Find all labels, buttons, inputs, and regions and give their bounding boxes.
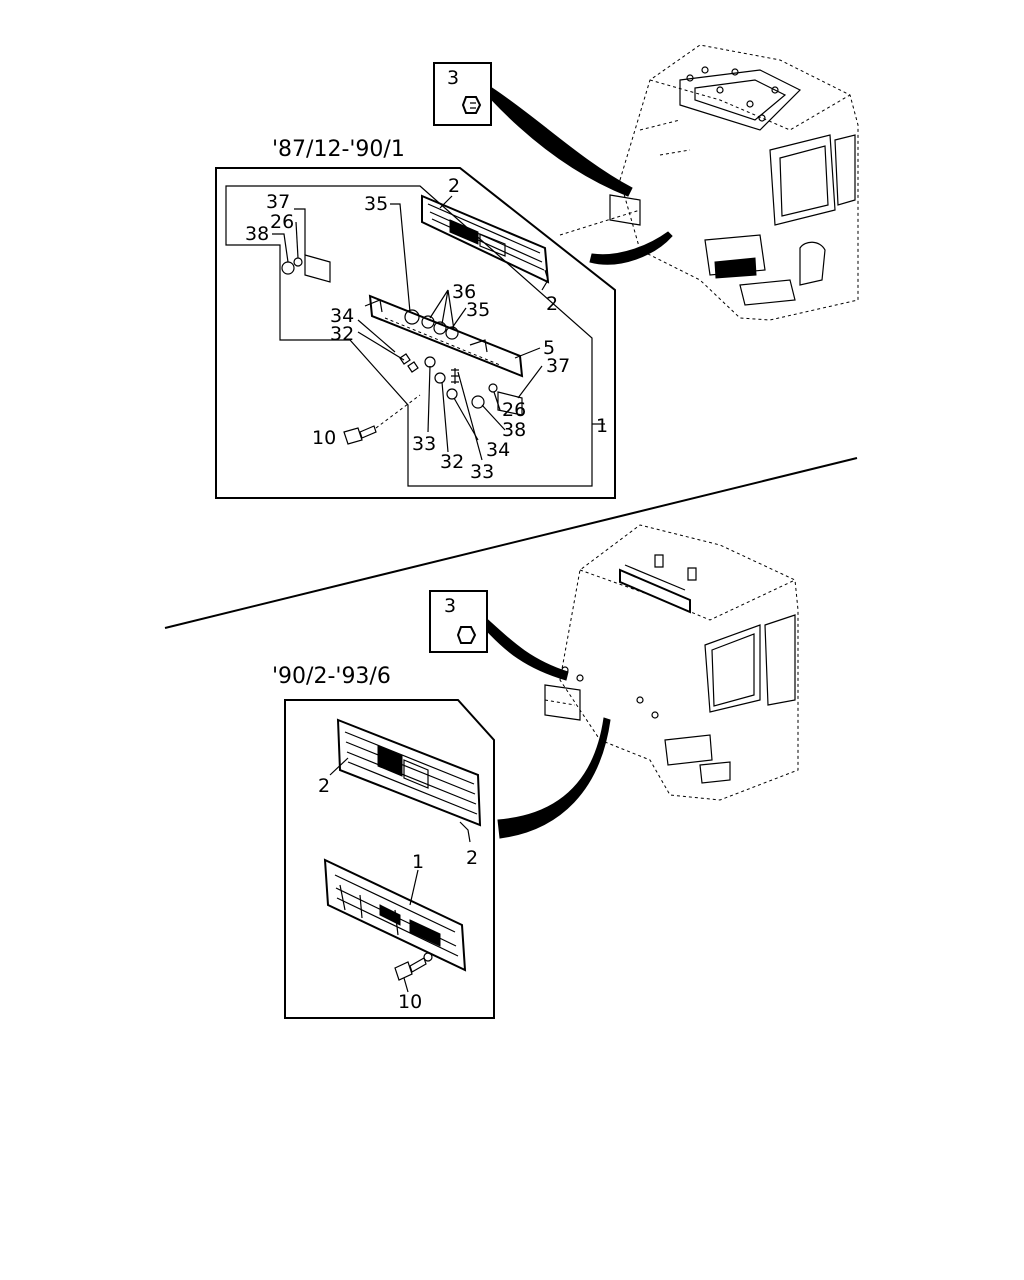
grille-bottom xyxy=(336,718,482,827)
truck-cab-bottom xyxy=(544,524,799,801)
callout-34-right: 34 xyxy=(486,439,510,461)
clip-parts xyxy=(399,353,459,400)
callout-34-left: 34 xyxy=(330,305,354,327)
callout-26-right: 26 xyxy=(502,399,526,421)
truck-cab-top xyxy=(559,44,859,321)
inset-label-3: 3 xyxy=(447,67,459,89)
grille-top xyxy=(421,194,550,284)
panel-bottom xyxy=(323,858,467,972)
callout-37-left: 37 xyxy=(266,191,290,213)
callout-26-left: 26 xyxy=(270,211,294,233)
pointer-arrow-grille-top xyxy=(589,231,673,265)
callout-32-left: 32 xyxy=(330,323,354,345)
top-inner-box xyxy=(225,185,593,487)
callout-33-left: 33 xyxy=(412,433,436,455)
pointer-arrow-grille-bottom xyxy=(497,717,611,839)
left-bracket-parts xyxy=(281,254,331,283)
screw-10-bottom xyxy=(394,952,433,981)
bottom-inset-box: 3 xyxy=(429,590,488,653)
inset-label-3-bottom: 3 xyxy=(444,595,456,617)
callout-2-right: 2 xyxy=(546,293,558,315)
bottom-frame xyxy=(284,699,495,1019)
callout-36: 36 xyxy=(452,281,476,303)
callout-38-right: 38 xyxy=(502,419,526,441)
callout-10-top: 10 xyxy=(312,427,336,449)
date-range-bottom: '90/2-'93/6 xyxy=(272,664,391,689)
top-section: 3 '87/1 xyxy=(215,44,859,499)
clip-part-icon-bottom xyxy=(456,626,477,644)
callout-5: 5 xyxy=(543,337,555,359)
callout-2-bottom-right: 2 xyxy=(466,847,478,869)
callout-2-bottom-left: 2 xyxy=(318,775,330,797)
callout-32-bottom: 32 xyxy=(440,451,464,473)
date-range-top: '87/12-'90/1 xyxy=(272,137,405,162)
panel-assembly-top xyxy=(364,294,524,378)
callout-38-left: 38 xyxy=(245,223,269,245)
top-inset-box: 3 xyxy=(433,62,492,126)
pointer-arrow-inset-bottom xyxy=(487,618,569,681)
leader-lines-top xyxy=(272,195,605,461)
callout-1-bottom: 1 xyxy=(412,851,424,873)
callout-2-top: 2 xyxy=(448,175,460,197)
callout-35-mid: 35 xyxy=(466,299,490,321)
callout-33-bottom: 33 xyxy=(470,461,494,483)
pointer-arrow-inset xyxy=(491,87,633,197)
callout-1-top: 1 xyxy=(596,415,608,437)
bottom-section: 3 '90/2-'93/6 xyxy=(272,524,799,1019)
clip-part-icon xyxy=(461,96,482,114)
callout-10-bottom: 10 xyxy=(398,991,422,1013)
section-divider xyxy=(164,457,858,629)
callout-35-top: 35 xyxy=(364,193,388,215)
top-frame xyxy=(215,167,616,499)
leader-lines-bottom xyxy=(329,757,471,993)
screw-10-top xyxy=(343,394,421,445)
callout-37-right: 37 xyxy=(546,355,570,377)
